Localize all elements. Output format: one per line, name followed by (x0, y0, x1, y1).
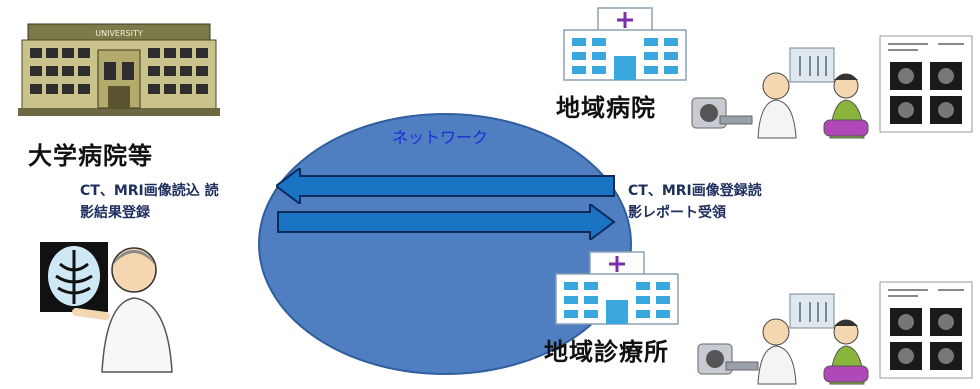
right-caption-line2: 影レポート受領 (628, 205, 726, 221)
clinic-building-icon (555, 251, 679, 325)
doctor-patient-icon (757, 47, 869, 139)
university-sign-text: UNIVERSITY (95, 29, 143, 38)
arrow-left-icon (276, 168, 615, 204)
arrow-right-icon (277, 204, 616, 240)
xray-report-icon (879, 281, 973, 379)
clinic-title: 地域診療所 (544, 338, 669, 366)
doctor-patient-icon (757, 293, 869, 385)
university-building-icon: UNIVERSITY (18, 23, 220, 116)
university-title: 大学病院等 (28, 142, 153, 170)
hospital-building-icon (563, 7, 687, 81)
network-label: ネットワーク (392, 128, 489, 147)
right-caption: CT、MRI画像登録読 影レポート受領 (628, 180, 762, 224)
left-caption-line2: 影結果登録 (80, 205, 150, 221)
xray-report-icon (879, 35, 973, 133)
hospital-title: 地域病院 (556, 94, 656, 122)
doctor-xray-icon (40, 242, 173, 373)
ct-scanner-icon (697, 343, 759, 375)
left-caption-line1: CT、MRI画像読込 読 (80, 183, 219, 199)
left-caption: CT、MRI画像読込 読 影結果登録 (80, 180, 219, 224)
ct-scanner-icon (691, 97, 753, 129)
right-caption-line1: CT、MRI画像登録読 (628, 183, 762, 199)
